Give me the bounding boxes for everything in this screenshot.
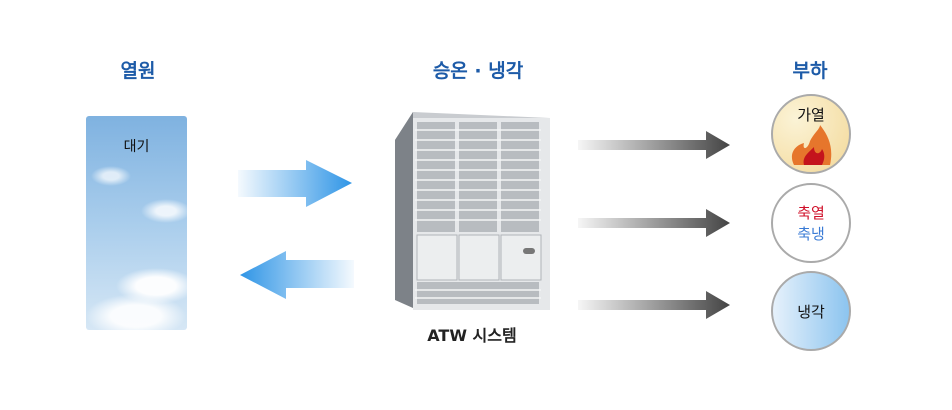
arrow-left-icon bbox=[240, 251, 354, 299]
load-cooling: 냉각 bbox=[771, 271, 851, 351]
load-cooling-label: 냉각 bbox=[797, 302, 825, 321]
load-heating: 가열 bbox=[771, 94, 851, 174]
system-caption: ATW 시스템 bbox=[427, 326, 517, 345]
sky-panel: 대기 bbox=[86, 116, 187, 330]
load-storage: 축열 축냉 bbox=[771, 183, 851, 263]
heading-load: 부하 bbox=[792, 60, 828, 82]
heading-source: 열원 bbox=[120, 60, 156, 82]
atw-unit-image bbox=[395, 112, 550, 310]
load-heat-storage-label: 축열 bbox=[797, 204, 825, 222]
arrow-right-icon bbox=[238, 160, 352, 207]
source-label: 대기 bbox=[123, 139, 150, 155]
load-heating-label: 가열 bbox=[797, 106, 825, 124]
blue-arrows bbox=[238, 160, 354, 299]
arrow-right-icon bbox=[578, 131, 730, 159]
arrow-right-icon bbox=[578, 291, 730, 319]
gray-arrows bbox=[578, 131, 730, 319]
heading-system: 승온 · 냉각 bbox=[432, 60, 524, 82]
flame-icon bbox=[791, 125, 832, 165]
arrow-right-icon bbox=[578, 209, 730, 237]
load-cold-storage-label: 축냉 bbox=[797, 225, 825, 243]
